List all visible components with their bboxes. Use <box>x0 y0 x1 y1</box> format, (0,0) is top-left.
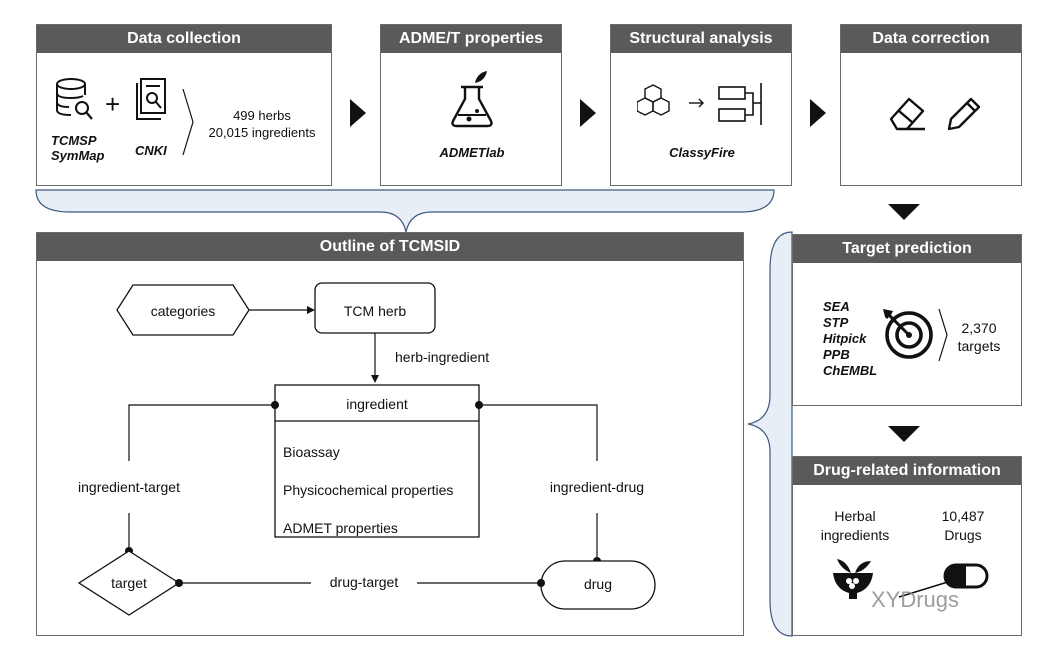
adme-title: ADME/T properties <box>381 25 561 53</box>
herb-ingredient-label: herb-ingredient <box>395 349 490 365</box>
pill-icon <box>943 563 989 589</box>
outline-title: Outline of TCMSID <box>37 233 743 261</box>
mortar-herb-icon <box>833 559 873 599</box>
tool-chembl: ChEMBL <box>823 363 878 378</box>
source-symmap: SymMap <box>51 148 105 163</box>
structural-panel: Structural analysis ClassyFire <box>610 24 792 186</box>
drugs-count-label: 10,487 Drugs <box>917 507 1009 545</box>
target-count: 2,370 targets <box>949 319 1009 355</box>
drug-info-title: Drug-related information <box>793 457 1021 485</box>
flask-icon <box>451 71 493 128</box>
watermark: XYDrugs <box>871 587 959 613</box>
structural-tool: ClassyFire <box>669 145 735 160</box>
ingredient-properties: Bioassay Physicochemical properties ADME… <box>283 433 453 547</box>
ingredient-node <box>274 384 480 538</box>
link-line <box>898 580 952 598</box>
stat-ingredients: 20,015 ingredients <box>208 125 316 140</box>
chevron-right-icon <box>938 308 948 362</box>
tool-sea: SEA <box>823 299 850 314</box>
arrow-down-icon <box>888 426 920 442</box>
tool-ppb: PPB <box>823 347 850 362</box>
eraser-icon <box>889 97 925 131</box>
drugs-count-value: 10,487 <box>941 508 985 524</box>
outline-title-text: Outline of TCMSID <box>319 238 461 255</box>
data-collection-title: Data collection <box>37 25 331 53</box>
adme-panel: ADME/T properties ADMETlab <box>380 24 562 186</box>
target-label: target <box>111 575 147 591</box>
target-count-value: 2,370 <box>961 320 997 336</box>
tcm-herb-label: TCM herb <box>343 303 407 319</box>
data-collection-panel: Data collection + TCMSP SymMap CNKI 499 … <box>36 24 332 186</box>
arrow-down-icon <box>888 204 920 220</box>
ingredient-label: ingredient <box>346 396 408 412</box>
watermark-text: XYDrugs <box>871 587 960 612</box>
prop-bioassay: Bioassay <box>283 444 340 460</box>
chevron-right-icon <box>182 88 194 156</box>
ingredient-target-label: ingredient-target <box>78 479 180 495</box>
source-tcmsp: TCMSP <box>51 133 97 148</box>
target-count-unit: targets <box>957 338 1001 354</box>
drugs-count-unit: Drugs <box>944 527 982 543</box>
plus-sign: + <box>105 89 121 119</box>
correction-panel: Data correction <box>840 24 1022 186</box>
source-list-a: TCMSP SymMap <box>51 133 104 163</box>
ingredient-drug-label: ingredient-drug <box>549 479 645 495</box>
pencil-icon <box>947 97 981 131</box>
target-prediction-title: Target prediction <box>793 235 1021 263</box>
arrow-right-icon <box>580 99 596 127</box>
arrow-right-icon <box>350 99 366 127</box>
source-cnki: CNKI <box>135 143 167 158</box>
drug-target-label: drug-target <box>329 574 399 590</box>
drug-info-panel: Drug-related information Herbal ingredie… <box>792 456 1022 636</box>
document-search-icon <box>136 78 166 120</box>
tool-hitpick: Hitpick <box>823 331 867 346</box>
outline-panel: Outline of TCMSID categories TCM <box>36 232 744 636</box>
categories-label: categories <box>150 303 216 319</box>
molecule-hierarchy-icon <box>637 83 762 125</box>
herbal-label-line2: ingredients <box>820 527 890 543</box>
herbal-ingredients-label: Herbal ingredients <box>799 507 911 545</box>
target-node <box>77 550 181 616</box>
prop-admet: ADMET properties <box>283 520 398 536</box>
tool-stp: STP <box>823 315 849 330</box>
adme-tool: ADMETlab <box>439 145 505 160</box>
categories-node <box>116 284 250 336</box>
stat-herbs: 499 herbs <box>233 108 291 123</box>
database-search-icon <box>56 78 93 120</box>
prediction-tools: SEA STP Hitpick PPB ChEMBL <box>823 299 877 379</box>
target-dart-icon <box>883 309 933 359</box>
drug-label: drug <box>583 576 613 592</box>
structural-title: Structural analysis <box>611 25 791 53</box>
target-prediction-panel: Target prediction SEA STP Hitpick PPB Ch… <box>792 234 1022 406</box>
er-diagram <box>77 282 656 616</box>
correction-title: Data correction <box>841 25 1021 53</box>
herbal-label-line1: Herbal <box>834 508 876 524</box>
arrow-right-icon <box>810 99 826 127</box>
collection-stats: 499 herbs 20,015 ingredients <box>197 107 327 141</box>
prop-physicochemical: Physicochemical properties <box>283 482 454 498</box>
